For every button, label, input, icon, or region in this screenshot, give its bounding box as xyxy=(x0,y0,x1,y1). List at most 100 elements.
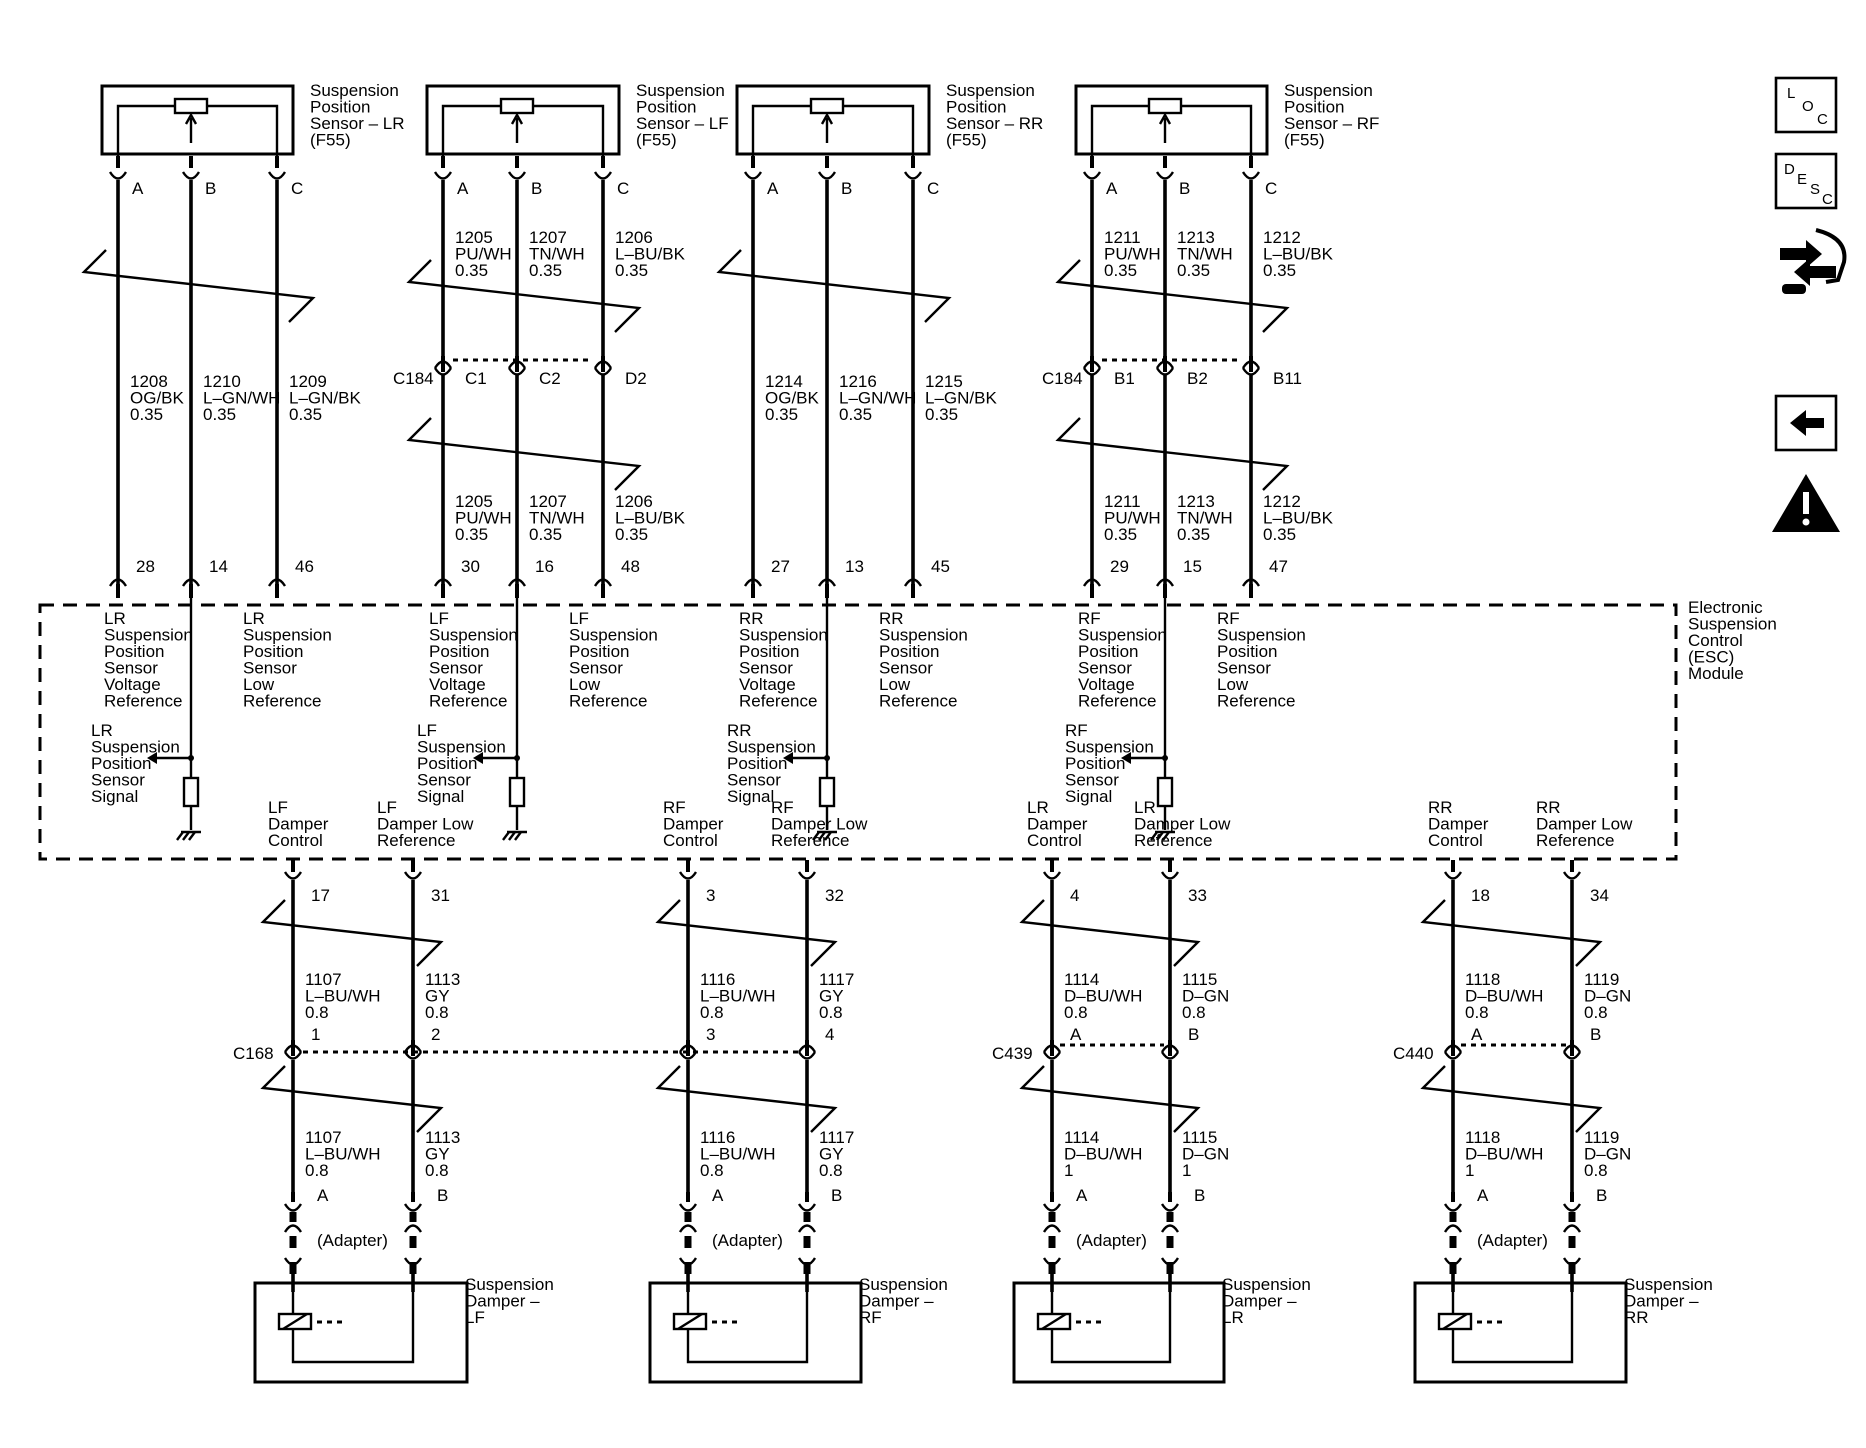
wire-label: 1119 xyxy=(1584,970,1619,989)
wire-label: 0.35 xyxy=(130,405,163,424)
ground-hatch xyxy=(182,831,190,841)
sensor-wiper-arrow xyxy=(820,112,834,143)
low-ref-label: Position xyxy=(243,642,303,661)
signal-node xyxy=(1162,755,1168,761)
pin-stub xyxy=(275,584,279,598)
esc-module-name: Electronic xyxy=(1688,598,1763,617)
ground-hatch xyxy=(818,831,826,841)
wire-label: 0.8 xyxy=(305,1161,329,1180)
wire-label: 1107 xyxy=(305,970,342,989)
wire-label: 1216 xyxy=(839,372,877,391)
connector-cup xyxy=(743,171,763,180)
wire-label: D–GN xyxy=(1584,1145,1631,1164)
pin-label: A xyxy=(317,1186,329,1205)
connector-cup xyxy=(1160,871,1180,880)
wire-label: TN/WH xyxy=(1177,509,1233,528)
connector-outline[interactable] xyxy=(1815,228,1847,284)
voltage-ref-label: Suspension xyxy=(1078,626,1167,645)
ground-hatch xyxy=(176,831,184,841)
pull-resistor xyxy=(1156,776,1174,808)
wire-label: 0.35 xyxy=(455,261,488,280)
wire-label: 1119 xyxy=(1584,1128,1619,1147)
pin-stub xyxy=(441,356,445,372)
low-ref-label: RR xyxy=(879,609,904,628)
wire-label: 0.35 xyxy=(1263,525,1296,544)
pin-stub xyxy=(1050,860,1054,872)
harness-break xyxy=(260,1065,444,1133)
sensor-wiper-arrow xyxy=(510,112,524,143)
damper-control-label: LR xyxy=(1027,798,1049,817)
sensor-box xyxy=(735,84,931,156)
esc-module-name: Module xyxy=(1688,664,1744,683)
solenoid-slash xyxy=(282,1312,308,1331)
damper-control-label: Damper xyxy=(268,815,329,834)
wrench-shape[interactable] xyxy=(1782,284,1806,294)
sensor-name: (F55) xyxy=(946,131,987,150)
ground-icon xyxy=(502,830,527,841)
damper-name: Damper – xyxy=(859,1292,934,1311)
wire-label: 0.8 xyxy=(819,1003,843,1022)
pin-label: C xyxy=(291,179,303,198)
wire-label: GY xyxy=(425,987,450,1006)
pin-stub xyxy=(1090,356,1094,372)
damper-low-label: Damper Low xyxy=(1134,815,1231,834)
voltage-ref-label: Position xyxy=(739,642,799,661)
connector-cup xyxy=(181,578,201,587)
wire-label: 0.8 xyxy=(425,1003,449,1022)
wire-label: 0.8 xyxy=(819,1161,843,1180)
connector-cup xyxy=(1160,1051,1180,1060)
connector-id: C439 xyxy=(992,1044,1033,1063)
wire-label: 1211 xyxy=(1104,492,1141,511)
connector-cup xyxy=(817,171,837,180)
connector-cup xyxy=(1160,1257,1180,1266)
wire-label: L–BU/BK xyxy=(615,509,686,528)
wire-label: D–GN xyxy=(1182,1145,1229,1164)
pin-label: B xyxy=(1179,179,1190,198)
pin-stub xyxy=(116,584,120,598)
signal-arrow-head xyxy=(473,752,483,764)
wire-label: 0.35 xyxy=(455,525,488,544)
pin-stub xyxy=(116,156,120,168)
voltage-ref-label: RF xyxy=(1078,609,1101,628)
ground-hatch xyxy=(514,831,522,841)
desc-letter: S xyxy=(1810,181,1820,198)
pin-stub xyxy=(1163,584,1167,598)
connector-cup xyxy=(1562,871,1582,880)
pin-stub xyxy=(751,156,755,168)
connector-cup xyxy=(903,171,923,180)
loc-box[interactable] xyxy=(1774,76,1838,134)
connector-cup xyxy=(903,578,923,587)
ground-hatch xyxy=(508,831,516,841)
back-button[interactable] xyxy=(1774,394,1838,452)
signal-label: Position xyxy=(91,754,151,773)
warning-dot[interactable] xyxy=(1802,518,1810,526)
connector-end-view-icon[interactable] xyxy=(1780,228,1847,294)
desc-box[interactable] xyxy=(1774,152,1838,210)
wire-label: 0.8 xyxy=(1584,1161,1608,1180)
low-ref-label: Low xyxy=(569,675,601,694)
caution-button[interactable] xyxy=(1772,474,1840,532)
loc-button[interactable]: LOC xyxy=(1774,76,1838,134)
damper-low-label: RR xyxy=(1536,798,1561,817)
wire-label: 1212 xyxy=(1263,228,1301,247)
back-arrow-icon[interactable] xyxy=(1790,410,1824,436)
wire-label: 0.35 xyxy=(203,405,236,424)
wire-label: L–BU/BK xyxy=(1263,245,1334,264)
connector-cup xyxy=(1443,1203,1463,1212)
warning-mark[interactable] xyxy=(1803,492,1809,514)
low-ref-label: Sensor xyxy=(1217,659,1271,678)
wire-label: TN/WH xyxy=(1177,245,1233,264)
wire-label: 0.35 xyxy=(1263,261,1296,280)
arrow-right-shape[interactable] xyxy=(1780,240,1822,268)
sensor-resistor xyxy=(499,97,535,115)
sensor-wiper-arrow xyxy=(184,112,198,143)
pin-stub xyxy=(515,584,519,598)
low-ref-label: Reference xyxy=(1217,692,1295,711)
pin-stub xyxy=(686,1040,690,1056)
signal-label: RR xyxy=(727,721,752,740)
arrow-left-shape[interactable] xyxy=(1794,258,1836,286)
connector-cup xyxy=(1241,171,1261,180)
wire-label: L–BU/WH xyxy=(305,987,381,1006)
